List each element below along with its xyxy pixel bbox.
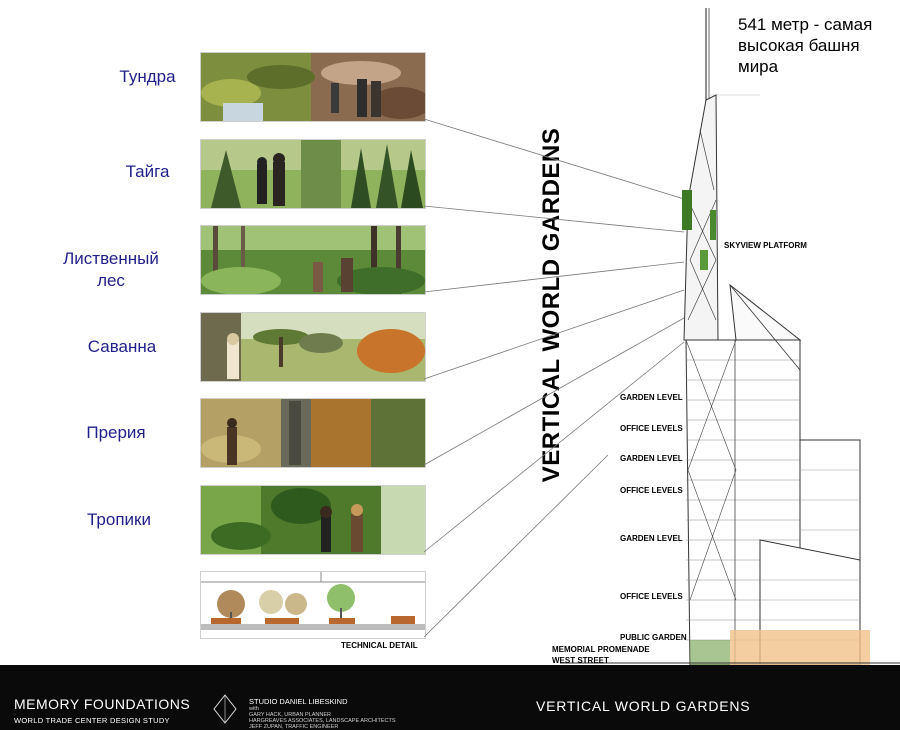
public-garden-label: PUBLIC GARDEN [620,633,687,642]
height-caption: 541 метр - самая высокая башня мира [738,14,872,77]
label-taiga: Тайга [125,162,170,181]
garden-level-label-1: GARDEN LEVEL [620,393,683,402]
office-levels-label-3: OFFICE LEVELS [620,592,683,601]
footer-credit-with: with [249,706,259,712]
footer-right-title: VERTICAL WORLD GARDENS [536,698,751,714]
skyview-platform-label: SKYVIEW PLATFORM [724,241,807,250]
caption-line-2: высокая башня [738,36,860,55]
studio-logo-icon [213,694,237,724]
technical-detail-label: TECHNICAL DETAIL [341,641,418,650]
caption-line-3: мира [738,57,779,76]
memorial-promenade-label: MEMORIAL PROMENADE [552,645,650,654]
technical-detail-drawing [200,571,426,639]
label-savanna: Саванна [87,337,157,356]
taiga-photo [200,139,426,209]
footer-bar: MEMORY FOUNDATIONS WORLD TRADE CENTER DE… [0,665,900,730]
label-deciduous-forest: Лиственный лес [63,249,159,290]
office-levels-label-2: OFFICE LEVELS [620,486,683,495]
tundra-photo [200,52,426,122]
prairie-photo [200,398,426,468]
deciduous-forest-photo [200,225,426,295]
footer-credit-planner: GARY HACK, URBAN PLANNER [249,712,332,718]
office-levels-label-1: OFFICE LEVELS [620,424,683,433]
footer-credit-traffic: JEFF ZUPAN, TRAFFIC ENGINEER [249,724,339,730]
caption-line-1: 541 метр - самая [738,15,873,34]
savanna-photo [200,312,426,382]
tropics-photo [200,485,426,555]
west-street-label: WEST STREET [552,656,609,665]
footer-credits: with GARY HACK, URBAN PLANNER HARGREAVES… [249,706,396,730]
footer-subtitle: WORLD TRADE CENTER DESIGN STUDY [14,716,170,725]
label-tundra: Тундра [119,67,176,86]
label-prairie: Прерия [86,423,146,442]
label-tropics: Тропики [87,510,151,529]
garden-level-label-2: GARDEN LEVEL [620,454,683,463]
footer-credit-landscape: HARGREAVES ASSOCIATES, LANDSCAPE ARCHITE… [249,718,396,724]
footer-studio: STUDIO DANIEL LIBESKIND [249,697,348,706]
footer-title: MEMORY FOUNDATIONS [14,696,191,712]
vertical-gardens-title: VERTICAL WORLD GARDENS [538,127,565,483]
garden-level-label-3: GARDEN LEVEL [620,534,683,543]
